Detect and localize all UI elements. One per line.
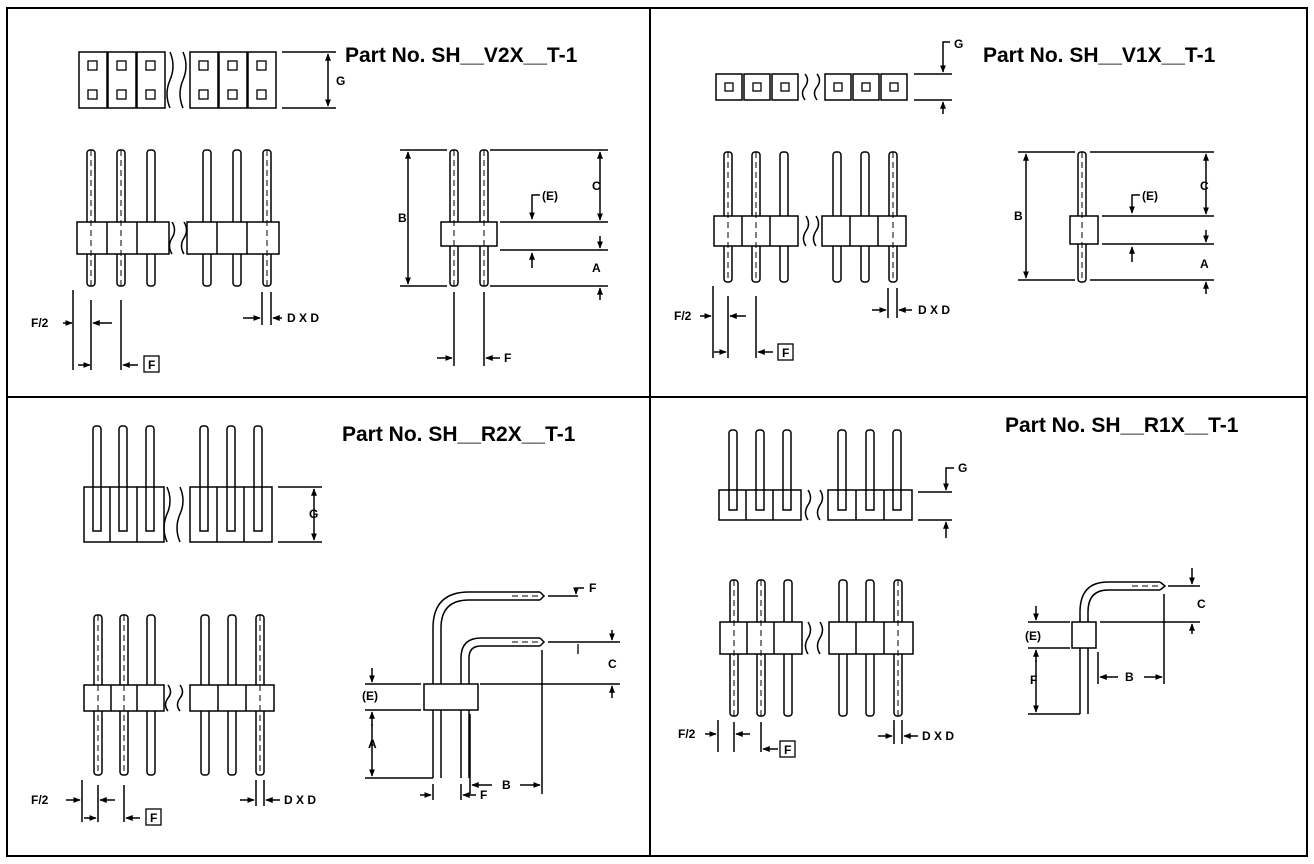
part-number-title: Part No. SH__V1X__T-1 bbox=[983, 44, 1216, 67]
panel-v1x bbox=[700, 41, 1214, 361]
dim-b: B bbox=[398, 211, 407, 225]
dim-e: (E) bbox=[1142, 189, 1158, 203]
dim-f-box: F bbox=[150, 811, 157, 825]
top-view-v1x bbox=[715, 41, 952, 114]
dim-f-half: F/2 bbox=[31, 793, 49, 807]
panel-r2x bbox=[66, 425, 620, 826]
dim-f-half: F/2 bbox=[674, 309, 692, 323]
dim-e: (E) bbox=[1025, 629, 1041, 643]
dim-f-box: F bbox=[784, 743, 791, 757]
dim-dxd: D X D bbox=[287, 311, 319, 325]
side-view-r1x bbox=[1028, 568, 1200, 715]
dim-e: (E) bbox=[362, 689, 378, 703]
dim-a: A bbox=[1200, 257, 1209, 271]
dim-f-half: F/2 bbox=[678, 727, 696, 741]
dim-g: G bbox=[336, 74, 345, 88]
dim-b: B bbox=[502, 778, 511, 792]
dim-c: C bbox=[608, 657, 617, 671]
top-view-r2x bbox=[83, 425, 322, 543]
labels-r2x: G F/2 F D X D F C (E) A B F bbox=[31, 507, 617, 825]
dim-f-box: F bbox=[782, 346, 789, 360]
front-view-v1x bbox=[700, 151, 912, 361]
front-view-r2x bbox=[66, 614, 280, 826]
front-view-v2x bbox=[63, 149, 282, 373]
dim-f-half: F/2 bbox=[31, 316, 49, 330]
part-number-title: Part No. SH__R2X__T-1 bbox=[342, 423, 576, 446]
dim-b: B bbox=[1014, 209, 1023, 223]
dim-c: C bbox=[1197, 597, 1206, 611]
panel-v2x bbox=[63, 51, 608, 373]
dim-a: A bbox=[368, 737, 377, 751]
dim-f-box: F bbox=[148, 358, 155, 372]
part-number-title: Part No. SH__V2X__T-1 bbox=[345, 44, 578, 67]
top-view-r1x bbox=[718, 429, 954, 538]
dim-c: C bbox=[592, 179, 601, 193]
dim-b: B bbox=[1125, 670, 1134, 684]
dim-dxd: D X D bbox=[922, 729, 954, 743]
dim-dxd: D X D bbox=[918, 303, 950, 317]
top-view-v2x bbox=[78, 51, 336, 109]
dim-f: F bbox=[480, 788, 487, 802]
dim-e: (E) bbox=[542, 189, 558, 203]
part-number-title: Part No. SH__R1X__T-1 bbox=[1005, 414, 1239, 437]
side-view-r2x bbox=[365, 587, 620, 800]
panel-r1x bbox=[705, 429, 1200, 758]
labels-r1x: G F/2 F D X D C (E) F B bbox=[678, 461, 1206, 757]
dim-dxd: D X D bbox=[284, 793, 316, 807]
labels-v1x: G F/2 F D X D B C (E) A bbox=[674, 37, 1209, 360]
dim-g: G bbox=[958, 461, 967, 475]
side-view-v1x bbox=[1018, 151, 1214, 294]
dim-a: A bbox=[592, 261, 601, 275]
dim-f: F bbox=[589, 581, 596, 595]
dim-g: G bbox=[954, 37, 963, 51]
dim-f: F bbox=[504, 351, 511, 365]
side-view-v2x bbox=[400, 149, 608, 366]
dim-g: G bbox=[309, 507, 318, 521]
dim-c: C bbox=[1200, 179, 1209, 193]
frame bbox=[6, 7, 1308, 857]
front-view-r1x bbox=[705, 579, 918, 758]
dim-f: F bbox=[1030, 673, 1037, 687]
labels-v2x: G F/2 F D X D B C (E) A F bbox=[31, 74, 601, 372]
